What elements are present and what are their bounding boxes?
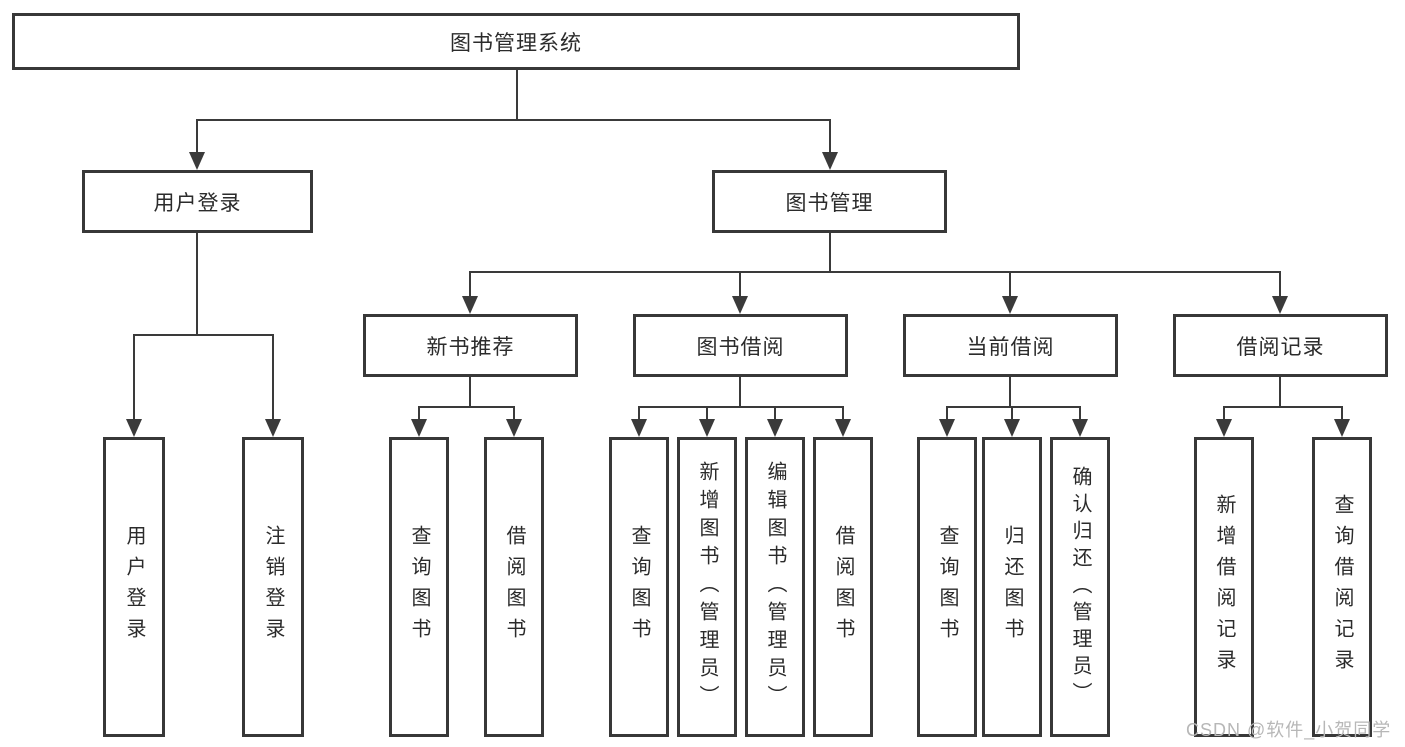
leaf-query-book-borrow: 查询图书 — [609, 437, 669, 737]
leaf-query-borrow-record: 查询借阅记录 — [1312, 437, 1372, 737]
leaf-borrow-book-borrow: 借阅图书 — [813, 437, 873, 737]
leaf-confirm-return-admin-label: 确认归还（管理员） — [1069, 465, 1091, 709]
arrow-down-icon — [1334, 419, 1350, 437]
leaf-logout: 注销登录 — [242, 437, 304, 737]
connector-line — [1009, 271, 1011, 298]
connector-line — [1079, 407, 1081, 421]
leaf-query-book-borrow-label: 查询图书 — [628, 525, 650, 649]
connector-line — [133, 335, 135, 420]
connector-line — [469, 271, 1281, 273]
connector-line — [946, 406, 1081, 408]
connector-line — [418, 406, 515, 408]
leaf-borrow-book-rec-label: 借阅图书 — [503, 525, 525, 649]
leaf-logout-label: 注销登录 — [262, 525, 284, 649]
connector-line — [469, 271, 471, 298]
connector-line — [516, 70, 518, 120]
arrow-down-icon — [835, 419, 851, 437]
connector-line — [706, 407, 708, 421]
leaf-query-book-current: 查询图书 — [917, 437, 977, 737]
connector-line — [418, 407, 420, 421]
connector-line — [133, 334, 274, 336]
connector-line — [946, 407, 948, 421]
leaf-add-book-admin: 新增图书（管理员） — [677, 437, 737, 737]
leaf-query-book-rec-label: 查询图书 — [408, 525, 430, 649]
connector-line — [469, 377, 471, 408]
leaf-return-book-label: 归还图书 — [1001, 525, 1023, 649]
connector-line — [513, 407, 515, 421]
connector-line — [196, 233, 198, 336]
arrow-down-icon — [822, 152, 838, 170]
connector-line — [1223, 407, 1225, 421]
arrow-down-icon — [939, 419, 955, 437]
arrow-down-icon — [631, 419, 647, 437]
leaf-borrow-book-rec: 借阅图书 — [484, 437, 544, 737]
leaf-return-book: 归还图书 — [982, 437, 1042, 737]
connector-line — [774, 407, 776, 421]
connector-line — [1009, 377, 1011, 408]
arrow-down-icon — [189, 152, 205, 170]
connector-line — [1279, 377, 1281, 408]
leaf-add-borrow-record: 新增借阅记录 — [1194, 437, 1254, 737]
arrow-down-icon — [1004, 419, 1020, 437]
node-current-borrow: 当前借阅 — [903, 314, 1118, 377]
node-book-mgmt: 图书管理 — [712, 170, 947, 233]
node-book-borrow-label: 图书借阅 — [696, 335, 785, 359]
connector-line — [829, 233, 831, 273]
arrow-down-icon — [411, 419, 427, 437]
connector-line — [638, 406, 844, 408]
leaf-edit-book-admin-label: 编辑图书（管理员） — [764, 461, 786, 713]
connector-line — [638, 407, 640, 421]
node-borrow-records: 借阅记录 — [1173, 314, 1388, 377]
leaf-user-login: 用户登录 — [103, 437, 165, 737]
connector-line — [739, 377, 741, 408]
arrow-down-icon — [1216, 419, 1232, 437]
connector-line — [1011, 407, 1013, 421]
arrow-down-icon — [699, 419, 715, 437]
arrow-down-icon — [732, 296, 748, 314]
leaf-confirm-return-admin: 确认归还（管理员） — [1050, 437, 1110, 737]
node-new-book-rec: 新书推荐 — [363, 314, 578, 377]
connector-line — [829, 120, 831, 153]
node-book-borrow: 图书借阅 — [633, 314, 848, 377]
connector-line — [1223, 406, 1343, 408]
leaf-add-book-admin-label: 新增图书（管理员） — [696, 461, 718, 713]
leaf-user-login-label: 用户登录 — [123, 525, 145, 649]
leaf-query-borrow-record-label: 查询借阅记录 — [1331, 494, 1353, 680]
leaf-query-book-rec: 查询图书 — [389, 437, 449, 737]
leaf-add-borrow-record-label: 新增借阅记录 — [1213, 494, 1235, 680]
node-user-login: 用户登录 — [82, 170, 313, 233]
arrow-down-icon — [1272, 296, 1288, 314]
node-book-mgmt-label: 图书管理 — [785, 191, 874, 215]
connector-line — [272, 335, 274, 420]
csdn-watermark: CSDN @软件_小贺同学 — [1186, 720, 1392, 740]
node-new-book-rec-label: 新书推荐 — [426, 335, 515, 359]
connector-line — [739, 271, 741, 298]
arrow-down-icon — [1002, 296, 1018, 314]
leaf-query-book-current-label: 查询图书 — [936, 525, 958, 649]
leaf-borrow-book-borrow-label: 借阅图书 — [832, 525, 854, 649]
connector-line — [196, 120, 198, 153]
node-current-borrow-label: 当前借阅 — [966, 335, 1055, 359]
arrow-down-icon — [1072, 419, 1088, 437]
node-root: 图书管理系统 — [12, 13, 1020, 70]
arrow-down-icon — [265, 419, 281, 437]
connector-line — [1279, 271, 1281, 298]
connector-line — [842, 407, 844, 421]
connector-line — [196, 119, 831, 121]
node-borrow-records-label: 借阅记录 — [1236, 335, 1325, 359]
leaf-edit-book-admin: 编辑图书（管理员） — [745, 437, 805, 737]
node-root-label: 图书管理系统 — [450, 31, 582, 55]
node-user-login-label: 用户登录 — [153, 191, 242, 215]
arrow-down-icon — [506, 419, 522, 437]
arrow-down-icon — [462, 296, 478, 314]
connector-line — [1341, 407, 1343, 421]
arrow-down-icon — [767, 419, 783, 437]
arrow-down-icon — [126, 419, 142, 437]
